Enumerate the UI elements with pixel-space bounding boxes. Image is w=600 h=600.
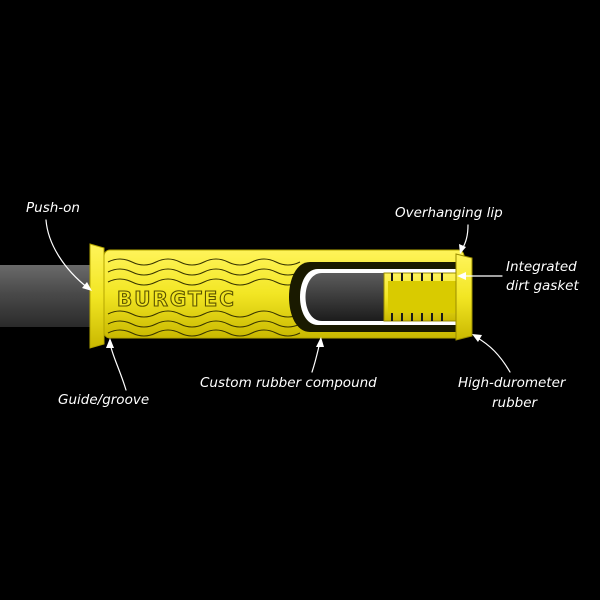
svg-text:Custom rubber compound: Custom rubber compound — [200, 375, 377, 391]
wave-texture — [107, 258, 301, 337]
callout-push-on: Push-on — [26, 200, 92, 291]
svg-text:Overhanging lip: Overhanging lip — [395, 205, 503, 221]
cutaway-section — [289, 262, 464, 332]
svg-text:Integrated: Integrated — [506, 259, 577, 275]
svg-text:rubber: rubber — [492, 395, 539, 411]
svg-text:Push-on: Push-on — [26, 200, 80, 216]
handlebar — [0, 265, 104, 327]
end-lip — [455, 253, 473, 341]
svg-text:Guide/groove: Guide/groove — [58, 392, 149, 408]
callout-high-durometer: High-durometer rubber — [458, 334, 567, 411]
svg-text:High-durometer: High-durometer — [458, 375, 567, 391]
callout-custom-rubber: Custom rubber compound — [200, 337, 377, 391]
grip-flange — [89, 243, 105, 349]
callout-overhanging-lip: Overhanging lip — [395, 205, 503, 254]
callout-guide-groove: Guide/groove — [58, 338, 149, 408]
brand-logo: BURGTEC — [117, 287, 236, 311]
svg-text:dirt gasket: dirt gasket — [506, 278, 579, 294]
callout-integrated-gasket: Integrated dirt gasket — [457, 259, 579, 294]
